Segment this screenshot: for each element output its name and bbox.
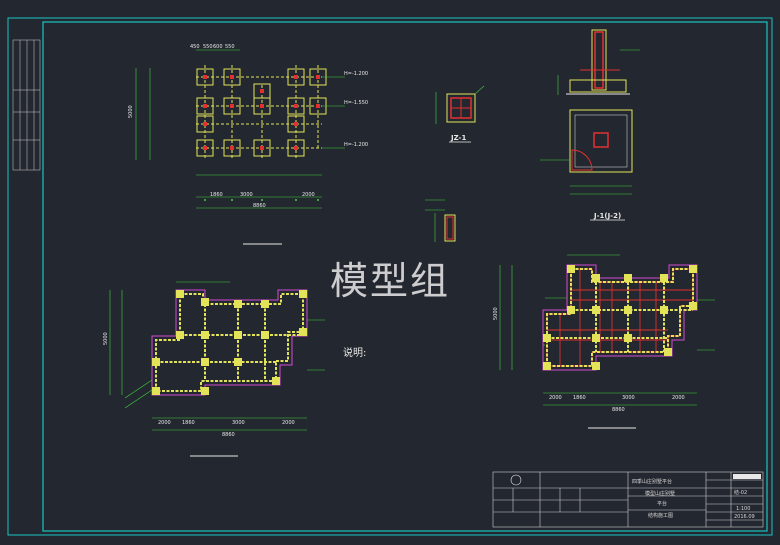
title-block-drawing-title: 平台 <box>657 501 668 507</box>
top-dim-1: 450 <box>190 44 200 50</box>
elevation-2: H=-1.550 <box>344 100 368 106</box>
plan-span-3: 2000 <box>302 192 315 198</box>
title-block-scale: 1:100 <box>736 506 751 512</box>
foundation-plan: 450 550 600 550 1860 3000 2000 8860 H=-1… <box>128 44 368 245</box>
beam-section <box>425 199 456 242</box>
title-block <box>492 471 764 528</box>
bl-span-4: 2000 <box>282 420 295 426</box>
plan-total-dim: 8860 <box>253 203 266 209</box>
bottom-left-plan: 2000 1860 3000 2000 8860 5000 <box>103 281 325 457</box>
title-block-number: 结-02 <box>734 490 748 496</box>
note-label: 说明: <box>343 348 367 359</box>
bl-vertical-dim: 5000 <box>103 332 109 345</box>
br-total-dim: 8860 <box>612 407 625 413</box>
column-section-label: JZ-1 <box>450 134 466 142</box>
plan-span-1: 1860 <box>210 192 223 198</box>
footing-section-j1: J-1(J-2) <box>540 29 640 221</box>
bl-total-dim: 8860 <box>222 432 235 438</box>
plan-vertical-dim: 5000 <box>128 105 134 118</box>
left-margin-table <box>12 39 41 171</box>
drawing-border-inner <box>42 21 768 532</box>
title-block-drawing-sub: 结构施工图 <box>648 513 674 519</box>
bl-span-3: 3000 <box>232 420 245 426</box>
br-span-3: 3000 <box>622 395 635 401</box>
top-dim-2: 550 <box>203 44 213 50</box>
footing-section-label: J-1(J-2) <box>593 212 621 220</box>
elevation-1: H=-1.200 <box>344 71 368 77</box>
top-dim-3: 600 <box>213 44 223 50</box>
title-block-project: 模型山庄别墅 <box>645 491 676 497</box>
top-dim-4: 550 <box>225 44 235 50</box>
br-vertical-dim: 5000 <box>493 307 499 320</box>
bottom-right-plan: 2000 1860 3000 2000 8860 5000 <box>493 254 715 429</box>
drawing-border-outer <box>7 17 773 536</box>
title-block-date: 2016.09 <box>734 514 755 520</box>
elevation-3: H=-1.200 <box>344 142 368 148</box>
watermark-text: 模型组 <box>330 259 451 303</box>
br-span-2: 1860 <box>573 395 586 401</box>
bl-span-2: 1860 <box>182 420 195 426</box>
title-block-company: 四季山庄别墅平台 <box>632 479 673 485</box>
column-section-jz1: JZ-1 <box>435 85 485 143</box>
br-span-4: 2000 <box>672 395 685 401</box>
br-span-1: 2000 <box>549 395 562 401</box>
bl-span-1: 2000 <box>158 420 171 426</box>
plan-span-2: 3000 <box>240 192 253 198</box>
